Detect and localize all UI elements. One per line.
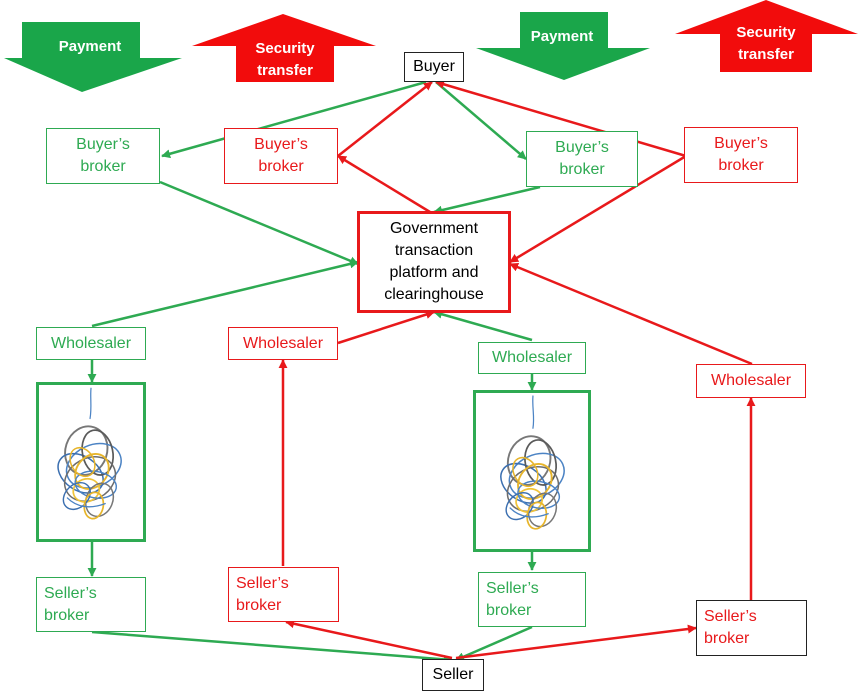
tangle-image-left <box>36 382 146 542</box>
flow-sellers-broker-left-to-seller <box>91 630 453 664</box>
buyer-node: Buyer <box>404 52 464 82</box>
flow-buyers-broker-left-to-platform <box>159 180 359 266</box>
flow-seller-to-sellers-broker-right <box>455 624 697 660</box>
payment-label-left: Payment <box>58 38 122 55</box>
flow-buyers-broker-red-left-to-buyer <box>337 81 433 157</box>
security-label-left: Security transfer <box>255 40 315 79</box>
flow-platform-to-buyers-broker-red-left <box>337 154 431 214</box>
flow-buyer-to-buyers-broker-left <box>161 80 427 159</box>
tangle-image-right <box>473 390 591 552</box>
payment-label-right: Payment <box>530 28 594 45</box>
buyers-broker-green-left-node: Buyer’s broker <box>46 128 160 184</box>
wholesaler-red-right-node: Wholesaler <box>696 364 806 398</box>
security-arrow-left <box>192 14 376 82</box>
flow-buyers-broker-red-right-to-platform <box>509 154 687 264</box>
payment-arrow-right <box>476 12 650 80</box>
flow-wholesaler-red-left-to-platform <box>337 310 435 345</box>
buyers-broker-red-left-node: Buyer’s broker <box>224 128 338 184</box>
security-label-right: Security transfer <box>736 24 796 63</box>
flow-sellers-broker-right-to-seller <box>455 625 533 662</box>
flow-seller-to-sellers-broker-red-left <box>285 619 453 660</box>
sellers-broker-red-left-node: Seller’s broker <box>228 567 339 622</box>
platform-node: Government transaction platform and clea… <box>357 211 511 313</box>
flow-platform-to-wholesaler-right <box>433 309 533 342</box>
flow-buyer-to-buyers-broker-right <box>435 81 527 160</box>
flow-buyers-broker-red-right-to-buyer <box>435 79 687 158</box>
sellers-broker-green-right-node: Seller’s broker <box>478 572 586 627</box>
wholesaler-red-left-node: Wholesaler <box>228 327 338 360</box>
flow-buyers-broker-right-to-platform <box>433 185 541 215</box>
buyers-broker-green-right-node: Buyer’s broker <box>526 131 638 187</box>
flow-platform-to-wholesaler-left <box>91 259 359 328</box>
seller-node: Seller <box>422 659 484 691</box>
flow-wholesaler-red-right-to-platform <box>509 262 753 366</box>
payment-arrow-left <box>4 22 182 92</box>
wholesaler-green-left-node: Wholesaler <box>36 327 146 360</box>
sellers-broker-right-node: Seller’s broker <box>696 600 807 656</box>
wholesaler-green-right-node: Wholesaler <box>478 342 586 374</box>
security-arrow-right <box>675 0 858 72</box>
sellers-broker-green-left-node: Seller’s broker <box>36 577 146 632</box>
buyers-broker-red-right-node: Buyer’s broker <box>684 127 798 183</box>
